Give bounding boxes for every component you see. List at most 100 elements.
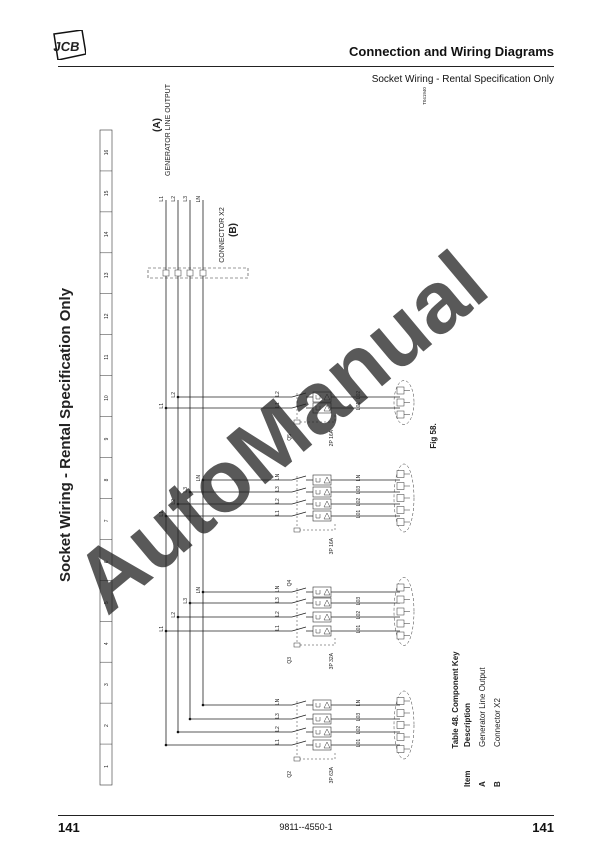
breaker-element [312, 625, 332, 637]
connector-pin [174, 269, 182, 277]
wire-label: L03 [356, 597, 362, 606]
breaker-element [312, 597, 332, 609]
breaker-symbol-icon [315, 741, 331, 749]
breaker-contact [291, 714, 307, 720]
bus-label: L1 [159, 196, 165, 202]
wire-label: L03 [356, 713, 362, 722]
junction-label: L2 [171, 392, 177, 398]
breaker-element [312, 739, 332, 751]
breaker-input-label: LN [275, 698, 281, 705]
junction-label: L3 [183, 598, 189, 604]
breaker-input-label: LN [275, 473, 281, 480]
bus-label: LN [196, 196, 202, 203]
breaker-element [312, 486, 332, 498]
grid-number: 6 [104, 560, 110, 563]
page-title: Socket Wiring - Rental Specification Onl… [57, 287, 74, 582]
junction-label: L3 [183, 487, 189, 493]
grid-number: 9 [104, 437, 110, 440]
socket-pin [396, 733, 405, 741]
socket-pin [396, 607, 405, 616]
table-cell: A [478, 781, 487, 787]
breaker-element [312, 474, 332, 486]
breaker-contact [291, 700, 307, 706]
breaker-rating: 3P 32A [329, 652, 335, 669]
header-divider [58, 66, 554, 67]
connector-pin [162, 269, 170, 277]
junction-label: L1 [159, 511, 165, 517]
socket-pin [396, 494, 405, 502]
breaker-id: Q4 [287, 579, 293, 586]
breaker-element [312, 510, 332, 522]
breaker-element [312, 402, 332, 414]
breaker-handle [293, 756, 301, 762]
socket-pin [396, 721, 405, 729]
generator-item: (A) [152, 118, 163, 132]
grid-number: 2 [104, 724, 110, 727]
socket-pin [396, 518, 405, 526]
document-number: 9811--4550-1 [279, 822, 333, 832]
socket-outline [393, 380, 415, 425]
table-caption: Table 48. Component Key [451, 651, 460, 749]
junction-label: L2 [171, 499, 177, 505]
grid-number: 10 [104, 395, 110, 401]
table-cell: Generator Line Output [478, 667, 487, 747]
breaker-link [296, 393, 336, 423]
breaker-contact [291, 612, 307, 618]
breaker-link [296, 476, 336, 531]
breaker-symbol-icon [315, 488, 331, 496]
breaker-contact [291, 587, 307, 593]
breaker-element [312, 726, 332, 738]
table-header-description: Description [463, 703, 472, 747]
table-cell: Connector X2 [493, 698, 502, 747]
breaker-symbol-icon [315, 476, 331, 484]
socket-pin [396, 583, 405, 592]
table-cell: B [493, 781, 502, 787]
breaker-contact [291, 392, 307, 398]
breaker-rating: 3P 63A [329, 766, 335, 783]
socket-pin [396, 482, 405, 490]
breaker-input-label: L2 [275, 611, 281, 617]
breaker-element [312, 498, 332, 510]
breaker-symbol-icon [315, 393, 331, 401]
connector-x2-box [147, 267, 249, 279]
bus-label: L2 [171, 196, 177, 202]
connector-pin [186, 269, 194, 277]
junction-label: L1 [159, 403, 165, 409]
page-number-right: 141 [532, 820, 554, 835]
wire-label: LN [356, 474, 362, 481]
junction-label: L2 [171, 612, 177, 618]
breaker-symbol-icon [315, 715, 331, 723]
breaker-id: Q5 [287, 434, 293, 441]
breaker-symbol-icon [315, 599, 331, 607]
socket-outline [393, 463, 415, 533]
breaker-input-label: L3 [275, 486, 281, 492]
breaker-symbol-icon [315, 500, 331, 508]
grid-number: 8 [104, 478, 110, 481]
breaker-input-label: L1 [275, 402, 281, 408]
socket-pin [396, 506, 405, 514]
breaker-id: Q2 [287, 771, 293, 778]
socket-outline [393, 577, 415, 646]
breaker-contact [291, 487, 307, 493]
connector-item: (B) [228, 223, 239, 237]
wire-label: L02 [356, 498, 362, 507]
breaker-element [312, 391, 332, 403]
grid-number: 16 [104, 149, 110, 155]
figure-caption: Fig 58. [429, 423, 438, 448]
socket-pin [396, 470, 405, 478]
wire-label: L01 [356, 625, 362, 634]
breaker-input-label: L3 [275, 597, 281, 603]
junction-label: LN [196, 587, 202, 594]
wire-label: L01 [356, 739, 362, 748]
footer-divider [58, 815, 554, 816]
breaker-contact [291, 727, 307, 733]
breaker-symbol-icon [315, 613, 331, 621]
grid-number: 7 [104, 519, 110, 522]
breaker-handle [293, 527, 301, 533]
breaker-rating: 3P 16A [329, 537, 335, 554]
breaker-contact [291, 403, 307, 409]
grid-number: 12 [104, 313, 110, 319]
grid-number: 13 [104, 272, 110, 278]
breaker-input-label: L1 [275, 510, 281, 516]
